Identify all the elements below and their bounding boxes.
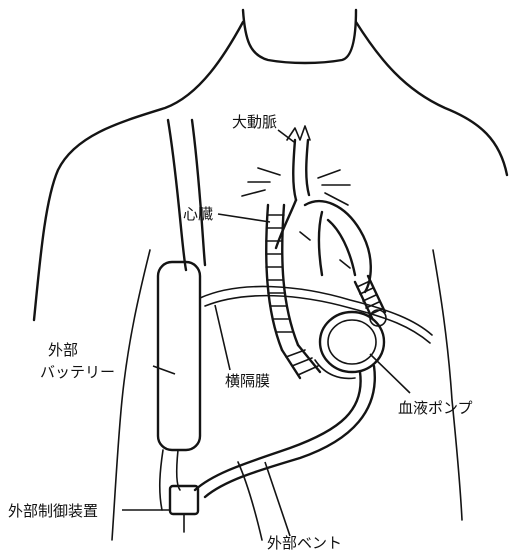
label-external-battery-line1: 外部 — [48, 341, 78, 359]
battery-strap — [158, 120, 205, 510]
label-aorta: 大動脈 — [232, 113, 277, 131]
diaphragm — [200, 286, 432, 343]
leader-lines — [122, 130, 410, 536]
label-heart: 心臓 — [183, 205, 213, 223]
label-external-battery-line2: バッテリー — [40, 363, 115, 381]
label-blood-pump: 血液ポンプ — [398, 399, 473, 417]
external-battery — [158, 262, 200, 450]
aorta — [242, 126, 350, 248]
external-controller-device — [170, 486, 198, 532]
torso-outline — [34, 10, 507, 540]
label-external-controller: 外部制御装置 — [8, 502, 98, 520]
label-diaphragm: 横隔膜 — [225, 372, 270, 390]
label-external-vent: 外部ベント — [267, 534, 342, 552]
driveline — [195, 366, 375, 497]
heart — [300, 201, 371, 292]
